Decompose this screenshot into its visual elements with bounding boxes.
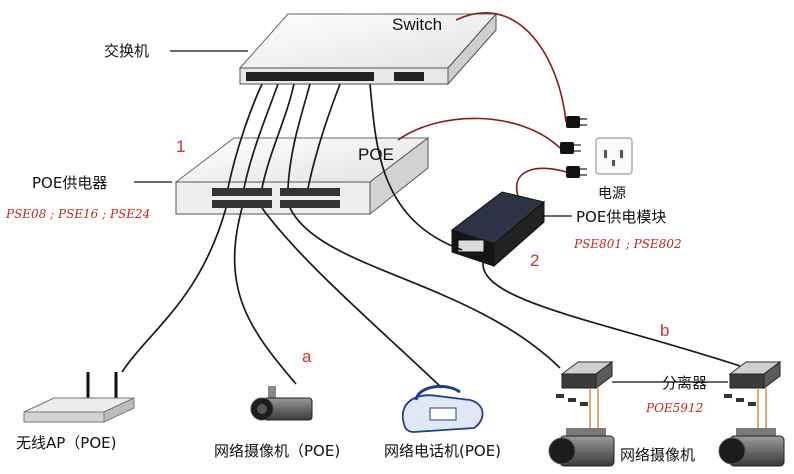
cable-to-camera-a [233,207,297,385]
power-outlet [595,137,633,175]
cable-b-to-splitter-2 [482,257,741,367]
ip-phone-device [401,384,484,433]
ip-camera-poe-label: 网络摄像机（POE) [214,442,340,460]
splitter-model: POE5912 [645,401,703,415]
switch-label: 交换机 [104,42,149,60]
poe-title: POE [358,145,394,164]
ip-camera-poe-device [250,386,313,421]
power-plug-2 [560,142,581,154]
marker-2: 2 [530,251,539,270]
power-outlet-label: 电源 [598,186,626,202]
leader-lines [134,50,572,217]
poe-module-models: PSE801 ; PSE802 [573,237,682,251]
cable-to-ap [121,207,227,373]
switch-ports [246,72,424,81]
poe-supplier-ports [212,188,340,208]
power-cable-switch [455,12,567,123]
switch-title: Switch [392,15,442,34]
network-cables [121,83,741,389]
power-cable-poe-supplier [397,117,561,149]
ip-phone-label: 网络电话机(POE) [384,442,501,460]
wireless-ap-device [23,372,135,423]
ip-camera-1-device [548,428,615,467]
splitter-1 [556,361,614,406]
power-cables [397,12,567,197]
poe-module-device [450,191,546,268]
poe-supplier-models: PSE08 ; PSE16 ; PSE24 [5,207,150,221]
splitter-2 [724,361,782,406]
splitter-label: 分离器 [662,374,707,392]
marker-a: a [302,347,312,366]
splitter-leads [589,388,767,428]
ip-camera-label: 网络摄像机 [620,446,695,464]
cable-to-phone [261,207,443,389]
power-plug-1 [566,116,587,128]
wireless-ap-label: 无线AP（POE) [16,434,117,452]
poe-module-label: POE供电模块 [576,208,666,226]
power-cable-poe-module [515,167,567,197]
switch-device [238,12,498,86]
cable-to-splitter-1 [289,207,561,369]
ip-camera-2-device [718,428,785,467]
marker-b: b [660,321,669,340]
poe-supplier-device [174,136,430,216]
power-plug-3 [566,166,587,178]
poe-supplier-label: POE供电器 [32,174,107,192]
marker-1: 1 [176,137,185,156]
